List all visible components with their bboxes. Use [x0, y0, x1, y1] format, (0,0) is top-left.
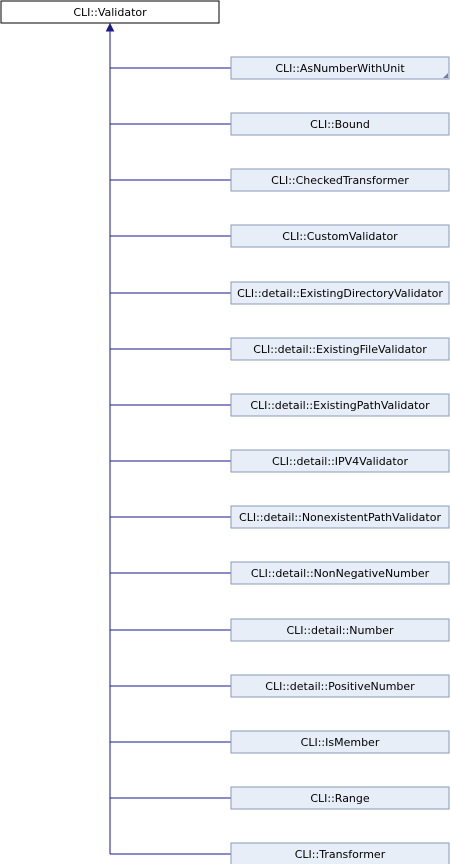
derived-class-label: CLI::Range — [310, 792, 370, 805]
derived-class-label: CLI::detail::PositiveNumber — [265, 680, 415, 693]
derived-class-label: CLI::Transformer — [295, 848, 386, 861]
derived-class-box — [230, 224, 450, 248]
derived-class-label: CLI::Bound — [310, 118, 370, 131]
derived-class-node[interactable]: CLI::detail::NonNegativeNumber — [230, 561, 450, 585]
derived-class-node[interactable]: CLI::detail::IPV4Validator — [230, 449, 450, 473]
derived-class-box — [230, 112, 450, 136]
derived-class-box — [230, 786, 450, 810]
derived-class-box — [230, 842, 450, 864]
derived-class-label: CLI::CustomValidator — [282, 230, 398, 243]
derived-class-box — [230, 56, 450, 80]
derived-class-label: CLI::detail::ExistingPathValidator — [250, 399, 430, 412]
derived-class-box — [230, 730, 450, 754]
derived-class-node[interactable]: CLI::Transformer — [230, 842, 450, 864]
more-subclasses-marker-icon — [443, 73, 448, 78]
derived-class-nodes: CLI::AsNumberWithUnitCLI::BoundCLI::Chec… — [230, 56, 450, 864]
derived-class-label: CLI::detail::IPV4Validator — [272, 455, 408, 468]
derived-class-node[interactable]: CLI::detail::NonexistentPathValidator — [230, 505, 450, 529]
derived-class-node[interactable]: CLI::detail::ExistingDirectoryValidator — [230, 281, 450, 305]
derived-class-box — [230, 618, 450, 642]
derived-class-label: CLI::CheckedTransformer — [271, 174, 409, 187]
derived-class-node[interactable]: CLI::CheckedTransformer — [230, 168, 450, 192]
derived-class-node[interactable]: CLI::Bound — [230, 112, 450, 136]
derived-class-label: CLI::AsNumberWithUnit — [275, 62, 405, 75]
derived-class-node[interactable]: CLI::detail::ExistingPathValidator — [230, 393, 450, 417]
base-class-node[interactable]: CLI::Validator — [0, 0, 220, 24]
derived-class-box — [230, 505, 450, 529]
derived-class-box — [230, 281, 450, 305]
derived-class-label: CLI::detail::Number — [287, 624, 394, 637]
derived-class-label: CLI::detail::NonexistentPathValidator — [239, 511, 441, 524]
derived-class-node[interactable]: CLI::detail::PositiveNumber — [230, 674, 450, 698]
derived-class-box — [230, 168, 450, 192]
derived-class-label: CLI::detail::ExistingDirectoryValidator — [237, 287, 443, 300]
derived-class-box — [230, 561, 450, 585]
derived-class-node[interactable]: CLI::Range — [230, 786, 450, 810]
derived-class-node[interactable]: CLI::IsMember — [230, 730, 450, 754]
derived-class-node[interactable]: CLI::detail::Number — [230, 618, 450, 642]
derived-class-label: CLI::IsMember — [301, 736, 380, 749]
derived-class-node[interactable]: CLI::detail::ExistingFileValidator — [230, 337, 450, 361]
inheritance-edges — [105, 22, 231, 855]
derived-class-label: CLI::detail::NonNegativeNumber — [251, 567, 430, 580]
base-class-label: CLI::Validator — [73, 6, 147, 19]
derived-class-box — [230, 674, 450, 698]
derived-class-node[interactable]: CLI::CustomValidator — [230, 224, 450, 248]
derived-class-node[interactable]: CLI::AsNumberWithUnit — [230, 56, 450, 80]
base-class-box — [0, 0, 220, 24]
derived-class-box — [230, 393, 450, 417]
inheritance-arrowhead-icon — [105, 22, 115, 32]
derived-class-label: CLI::detail::ExistingFileValidator — [253, 343, 427, 356]
derived-class-box — [230, 337, 450, 361]
derived-class-box — [230, 449, 450, 473]
